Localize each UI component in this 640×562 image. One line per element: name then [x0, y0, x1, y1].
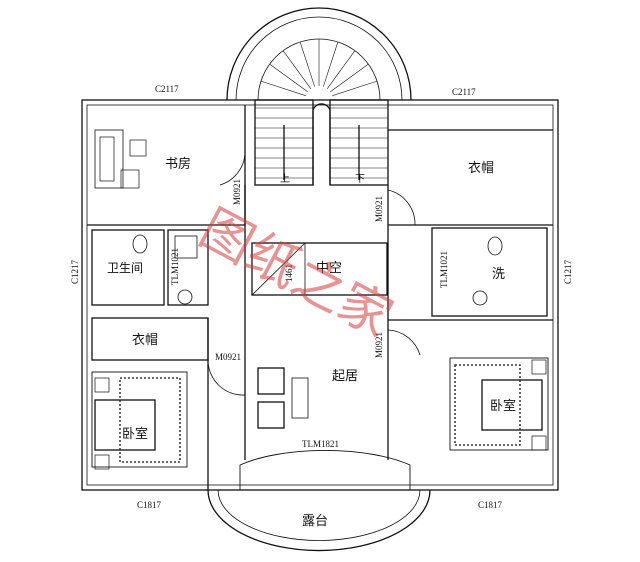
stair-tread [269, 63, 308, 93]
stair-tread [326, 50, 356, 89]
coffee-table [291, 377, 309, 419]
desk [94, 129, 124, 189]
toilet-right [487, 236, 503, 256]
room-bedroom-left: 卧室 [122, 426, 148, 442]
bath-right-door: TLM1021 [439, 251, 449, 288]
door-swing-wardrobe [387, 189, 416, 226]
stair-treads [255, 39, 388, 179]
door-swing-bed-left [207, 359, 246, 396]
nightstand-right-1 [531, 359, 547, 375]
balcony-arc [207, 489, 431, 552]
bathroom-left-wall [91, 229, 165, 306]
room-wardrobe-left: 衣帽 [132, 332, 158, 348]
watermark: 图纸之家 [190, 199, 402, 350]
stair-bay-inner [235, 16, 403, 101]
bath-left-door: TLM1021 [170, 248, 180, 285]
room-bathroom-left: 卫生间 [107, 261, 143, 275]
nightstand-left-1 [94, 377, 110, 393]
door-wardrobe: M0921 [374, 196, 384, 222]
stair-tread [282, 50, 312, 89]
room-bathroom-right: 洗 [492, 267, 505, 282]
window-top-right: C2117 [452, 87, 476, 97]
window-bottom-right: C1817 [478, 500, 503, 510]
window-right: C1217 [563, 259, 573, 284]
door-bedroom-left: M0921 [215, 352, 241, 362]
room-living: 起居 [332, 369, 358, 384]
stair-up-label: 上 [280, 173, 290, 185]
stair-tread [332, 80, 378, 96]
door-swing-study [219, 149, 246, 186]
shower-left [167, 229, 209, 306]
sofa-2 [257, 401, 285, 429]
room-study: 书房 [165, 156, 191, 172]
void-outline [251, 242, 388, 296]
stair-tread [323, 41, 339, 87]
window-top-left: C2117 [155, 84, 179, 94]
outer-wall-inner [86, 104, 554, 486]
stair-bay-outer [226, 7, 412, 101]
void-diag [251, 242, 306, 296]
bed-left [94, 399, 156, 451]
toilet-left [132, 234, 148, 254]
bed-right [481, 379, 543, 431]
shower-tray-left [174, 235, 198, 259]
window-bottom-left: C1817 [137, 500, 162, 510]
chair [129, 139, 147, 157]
outer-wall [81, 99, 559, 491]
basin-right [472, 290, 488, 306]
sofa-1 [257, 367, 285, 395]
stair-tread [260, 80, 306, 96]
stair-tread [299, 41, 315, 87]
stair-down-label: 下 [355, 174, 365, 185]
bed-left-rug [119, 377, 181, 463]
door-swing-bed-right [387, 329, 421, 356]
bed-right-rug [454, 364, 521, 446]
balcony-arc-inner [217, 489, 421, 541]
bed-left-frame [91, 371, 188, 468]
door-study: M0921 [232, 179, 242, 205]
void-mark: 1461 [284, 264, 294, 282]
door-center: TLM1821 [302, 439, 339, 449]
cabinet [120, 169, 140, 189]
window-left: C1217 [70, 259, 80, 284]
nightstand-right-2 [531, 435, 547, 451]
bathroom-right-wall [431, 227, 548, 317]
room-bedroom-right: 卧室 [490, 398, 516, 414]
bed-right-frame [449, 357, 549, 451]
room-void: 中空 [316, 261, 342, 276]
stair-well [312, 103, 331, 185]
stair-tread [330, 63, 369, 93]
basin-left [177, 289, 193, 305]
room-wardrobe-right: 衣帽 [468, 160, 494, 176]
nightstand-left-2 [94, 454, 110, 470]
desk-monitor [99, 136, 115, 182]
room-balcony: 露台 [302, 514, 328, 529]
front-bay [239, 449, 411, 490]
door-bedroom-right: M0921 [374, 332, 384, 358]
